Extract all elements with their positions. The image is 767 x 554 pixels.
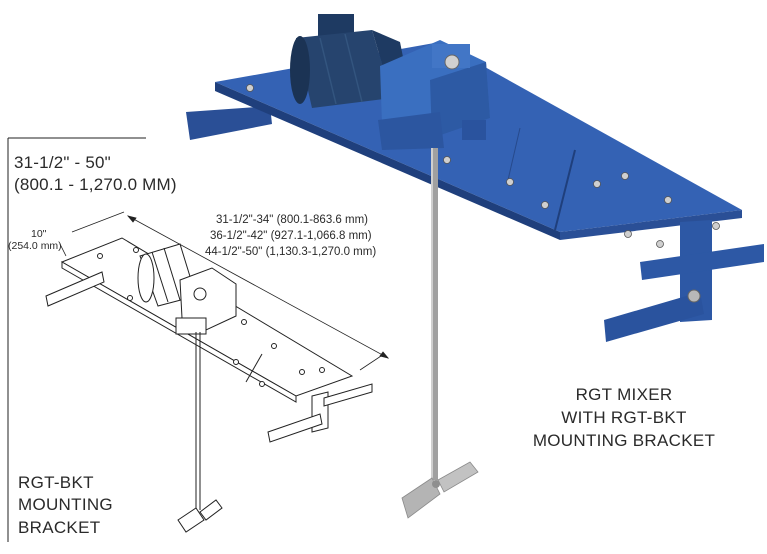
right-caption-line-3: MOUNTING BRACKET (532, 431, 716, 450)
drawing-left-hanger (45, 271, 105, 307)
length-option-2: 36-1/2"-42" (927.1-1,066.8 mm) (210, 230, 372, 242)
right-hanger-flange (640, 244, 764, 280)
length-option-1: 31-1/2"-34" (800.1-863.6 mm) (216, 214, 368, 226)
drawing-gearbox (175, 267, 237, 335)
drawing-propeller (177, 507, 205, 533)
offset-dimension-mm: (254.0 mm) (8, 240, 62, 252)
bracket-plate-edge-right (560, 210, 742, 240)
drawing-bolts (97, 247, 325, 387)
range-label-mm: (800.1 - 1,270.0 MM) (14, 175, 177, 194)
left-caption-line-2: MOUNTING (18, 495, 113, 514)
range-label-inches: 31-1/2" - 50" (14, 153, 111, 172)
offset-dimension-inches: 10" (31, 228, 47, 240)
right-caption-line-1: RGT MIXER (575, 385, 673, 404)
mixer-shaft (431, 148, 438, 480)
left-caption-line-1: RGT-BKT (18, 473, 94, 492)
right-caption-line-2: WITH RGT-BKT (561, 408, 687, 427)
mixer-photo (186, 14, 764, 519)
dimension-lines (59, 211, 390, 371)
bracket-line-drawing (7, 137, 390, 542)
mixer-propeller (401, 461, 479, 519)
right-clamp-jaw (604, 292, 704, 342)
gearbox (378, 40, 490, 150)
length-option-3: 44-1/2"-50" (1,130.3-1,270.0 mm) (205, 246, 377, 258)
rear-left-flange (186, 106, 272, 140)
left-caption-line-3: BRACKET (18, 518, 101, 537)
clamp-thumbscrew (687, 289, 701, 303)
bracket-plate-edge (215, 82, 560, 240)
